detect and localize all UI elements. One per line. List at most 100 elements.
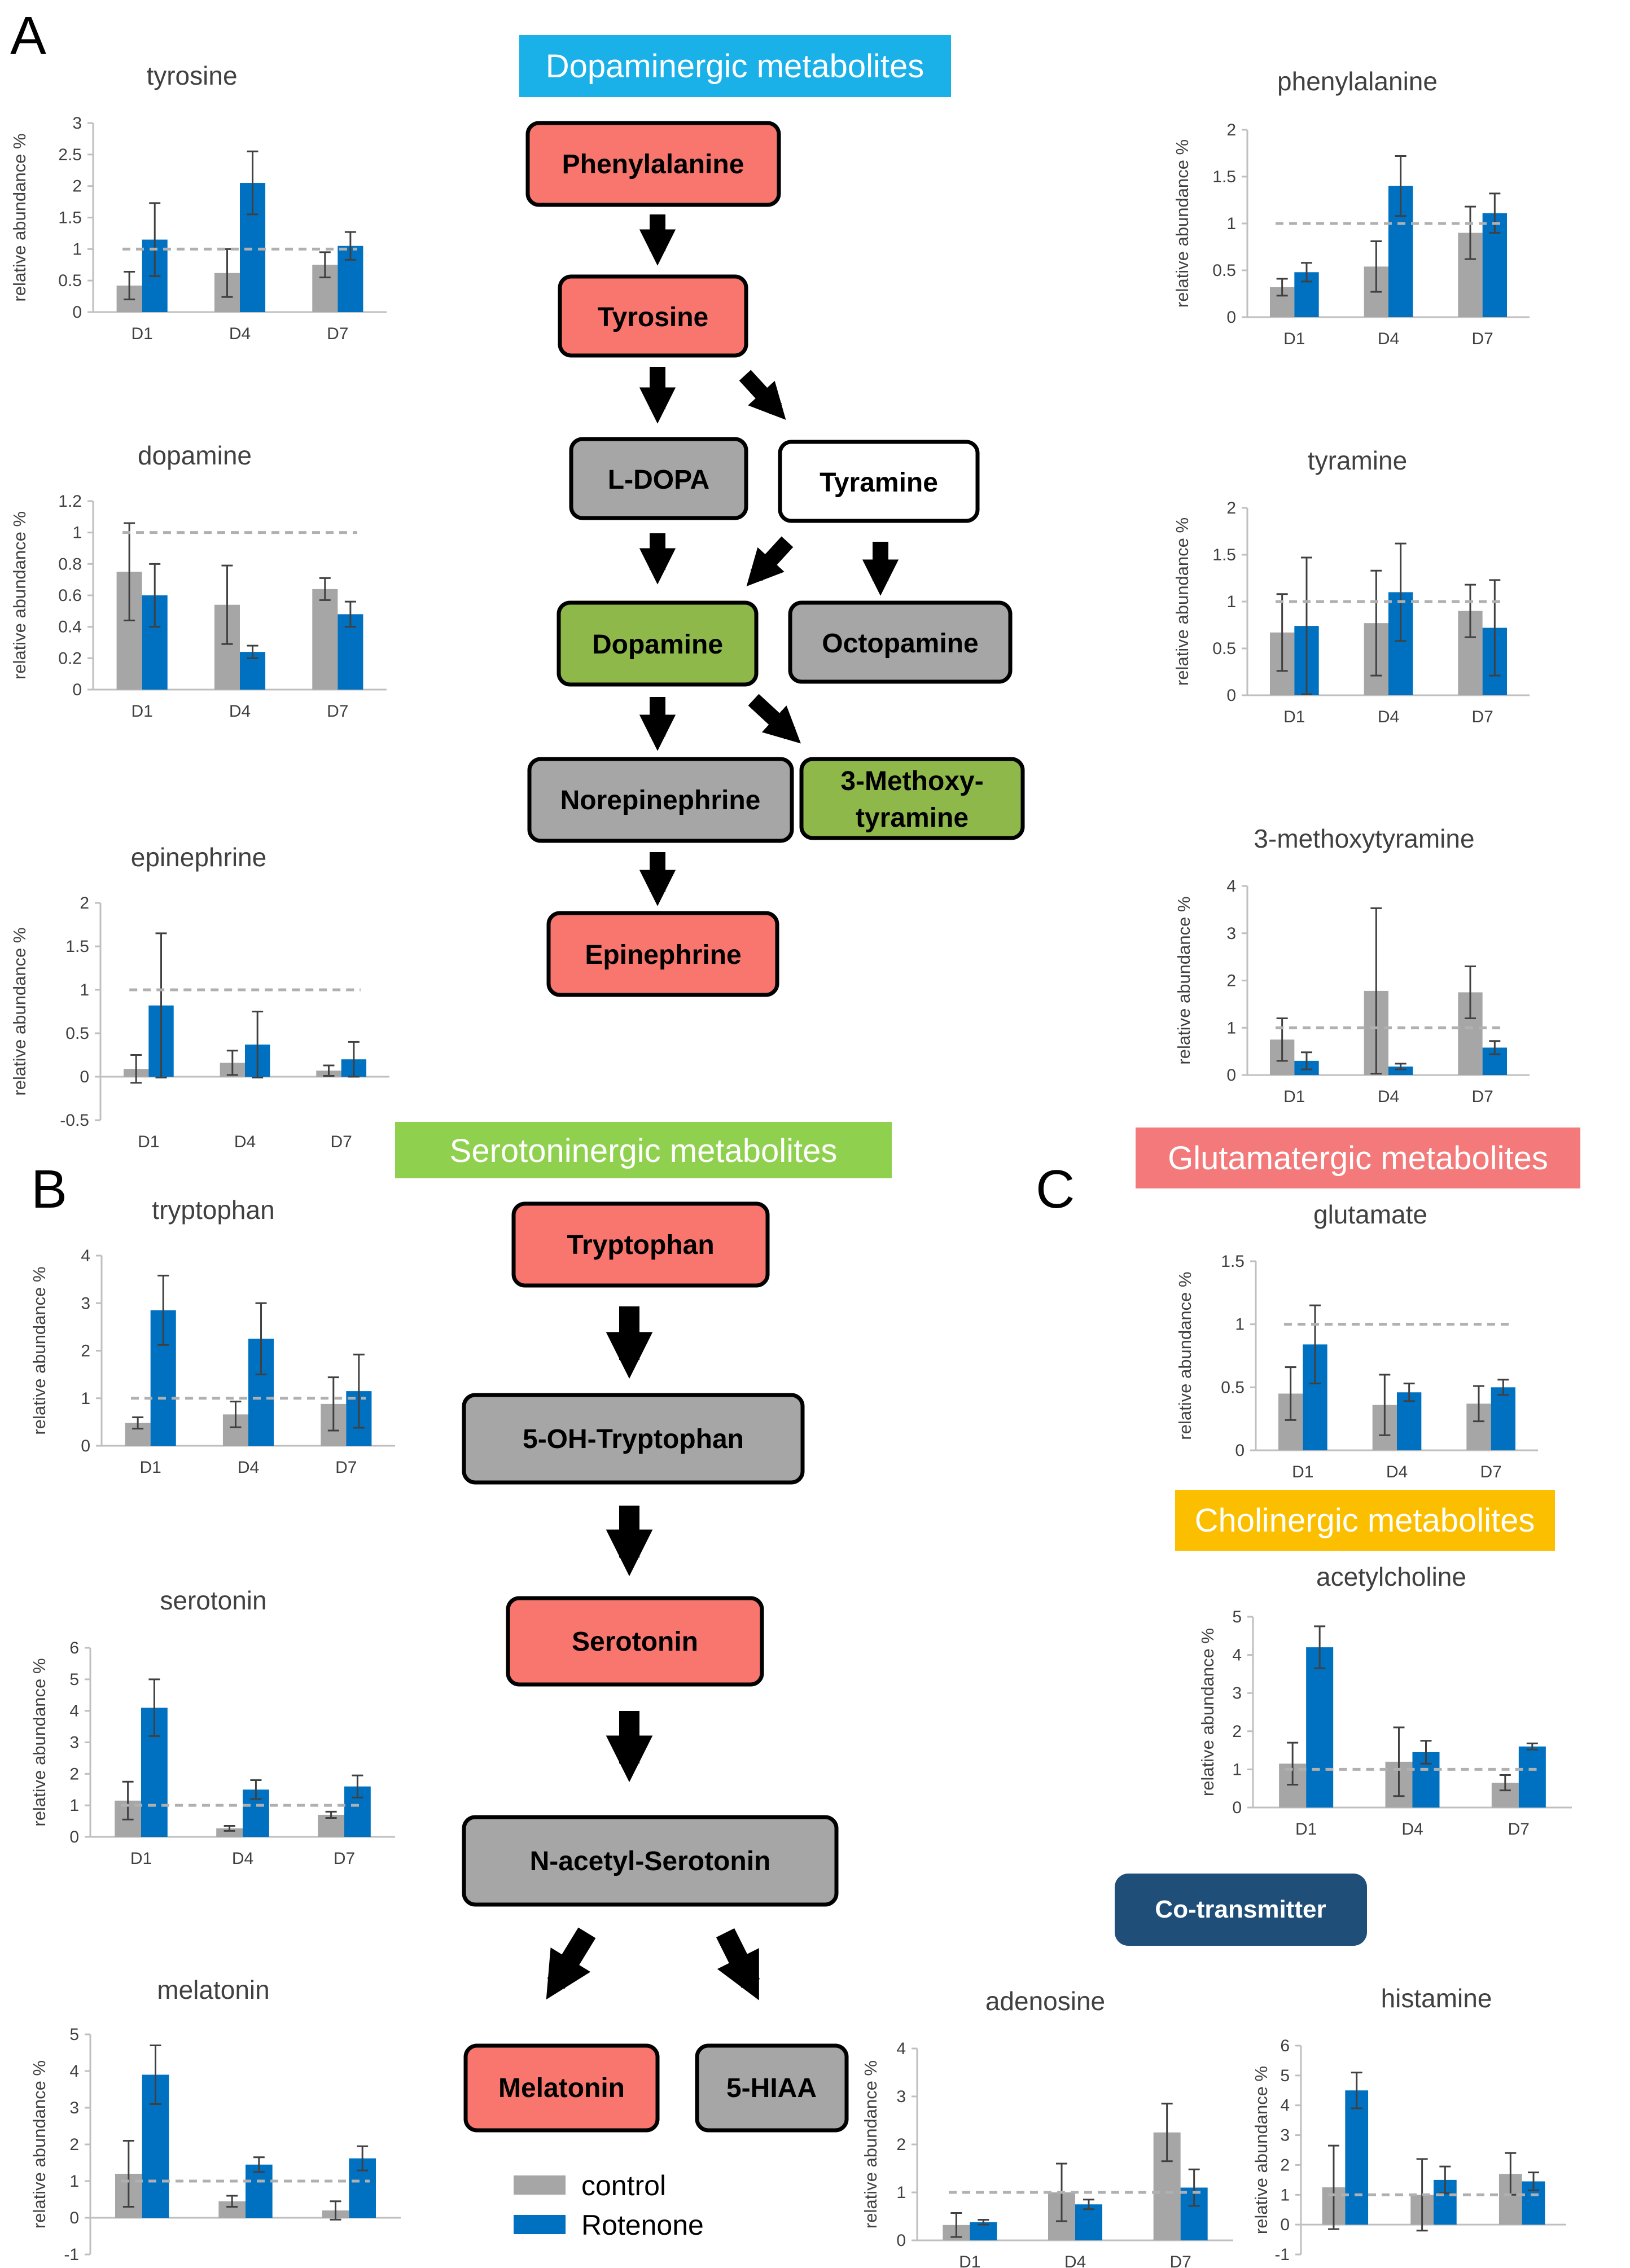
serotoninergic-arrows [546, 1306, 760, 2001]
y-tick-label: 6 [1280, 2037, 1290, 2055]
legend: control Rotenone [514, 2170, 704, 2241]
x-tick-label: D7 [335, 1458, 357, 1477]
y-tick-label: 0.4 [58, 618, 82, 637]
x-tick-label: D4 [1423, 2267, 1444, 2268]
bar-rotenone-d1 [1306, 1647, 1334, 1808]
y-tick-label: 2 [1280, 2156, 1290, 2174]
bar-rotenone-d4 [1388, 1066, 1413, 1075]
chart-title-serotonin: serotonin [160, 1586, 266, 1615]
x-tick-label: D7 [1471, 330, 1493, 348]
y-tick-label: 2 [81, 1342, 90, 1361]
arrow-tyr-tyramine [739, 370, 786, 420]
x-tick-label: D7 [1511, 2267, 1532, 2268]
y-tick-label: 1.2 [58, 492, 82, 511]
node-serotonin: Serotonin [506, 1596, 764, 1687]
x-tick-label: D4 [234, 1133, 256, 1151]
x-tick-label: D4 [235, 2267, 256, 2268]
y-tick-label: 5 [69, 2025, 79, 2044]
y-tick-label: 1 [1232, 1760, 1242, 1779]
y-axis-label: relative abundance % [1251, 2066, 1271, 2234]
cotransmitter-badge: Co-transmitter [1115, 1874, 1367, 1946]
bar-rotenone-d7 [1518, 1746, 1546, 1808]
x-tick-label: D4 [1386, 1463, 1408, 1481]
y-tick-label: 2 [1226, 499, 1236, 517]
y-tick-label: 0.8 [58, 555, 82, 573]
y-axis-label: relative abundance % [29, 2060, 49, 2228]
x-tick-label: D1 [130, 1849, 152, 1868]
x-tick-label: D1 [1283, 1087, 1305, 1106]
node-tyramine: Tyramine [778, 440, 980, 523]
y-tick-label: 0 [1232, 1798, 1242, 1817]
y-tick-label: 0 [72, 303, 82, 322]
chart-title-adenosine: adenosine [985, 1986, 1105, 2016]
x-tick-label: D1 [1334, 2267, 1356, 2268]
y-tick-label: 0.5 [1212, 261, 1236, 280]
y-tick-label: 1 [1280, 2186, 1290, 2204]
arrow-tyramine-dopamine [746, 536, 794, 586]
serotoninergic-banner-label: Serotoninergic metabolites [450, 1133, 838, 1169]
x-tick-label: D7 [334, 1849, 355, 1868]
y-tick-label: 1 [80, 981, 89, 999]
y-tick-label: 0 [896, 2231, 906, 2250]
node-octopamine: Octopamine [788, 600, 1013, 684]
x-tick-label: D7 [1508, 1820, 1530, 1839]
x-tick-label: D7 [330, 1133, 352, 1151]
y-tick-label: 4 [1280, 2096, 1290, 2115]
x-tick-label: D1 [1283, 708, 1305, 726]
y-tick-label: -0.5 [60, 1111, 89, 1130]
y-tick-label: 0.5 [1212, 639, 1236, 658]
y-tick-label: 3 [1232, 1684, 1242, 1703]
chart-title-3-methoxytyramine: 3-methoxytyramine [1254, 824, 1474, 853]
y-tick-label: 5 [1280, 2067, 1290, 2085]
y-tick-label: 0 [1226, 686, 1236, 705]
x-tick-label: D1 [959, 2253, 980, 2268]
node-n-acetyl-serotonin: N-acetyl-Serotonin [462, 1815, 839, 1907]
node-tryptophan-label: Tryptophan [567, 1230, 714, 1260]
node-3-methoxytyramine-label-line2: tyramine [856, 803, 969, 833]
x-tick-label: D7 [1169, 2253, 1191, 2268]
x-tick-label: D4 [232, 1849, 253, 1868]
x-tick-label: D1 [139, 1458, 161, 1477]
x-tick-label: D4 [229, 324, 251, 343]
node-5-hiaa: 5-HIAA [695, 2043, 849, 2133]
arrow-dopamine-3mt [748, 694, 801, 744]
legend-swatch-rotenone [514, 2215, 566, 2234]
node-norepinephrine-label: Norepinephrine [560, 786, 761, 815]
y-tick-label: 0.2 [58, 649, 82, 668]
node-epinephrine-label: Epinephrine [585, 940, 741, 970]
y-tick-label: 0.5 [58, 271, 82, 290]
node-octopamine-label: Octopamine [822, 629, 978, 659]
y-tick-label: 0 [81, 1437, 90, 1455]
node-tyrosine: Tyrosine [558, 274, 748, 358]
node-phenylalanine-label: Phenylalanine [562, 150, 744, 179]
y-tick-label: 5 [1232, 1608, 1242, 1626]
x-tick-label: D1 [1283, 330, 1305, 348]
y-tick-label: 3 [896, 2087, 906, 2106]
legend-swatch-control [514, 2175, 566, 2195]
chart-title-tryptophan: tryptophan [152, 1195, 274, 1225]
node-dopamine-label: Dopamine [592, 630, 723, 660]
y-tick-label: 2 [896, 2135, 906, 2154]
glutamatergic-banner-label: Glutamatergic metabolites [1168, 1140, 1548, 1177]
y-tick-label: 3 [69, 1734, 79, 1752]
y-tick-label: 2 [69, 1765, 79, 1783]
chart-title-dopamine: dopamine [138, 441, 252, 470]
y-tick-label: 2 [72, 177, 82, 196]
panel-letter-c: C [1036, 1159, 1075, 1219]
dopaminergic-banner: Dopaminergic metabolites [519, 35, 951, 97]
node-l-dopa: L-DOPA [569, 437, 748, 520]
node-dopamine: Dopamine [557, 600, 759, 687]
y-tick-label: 4 [1232, 1646, 1242, 1665]
y-tick-label: 1 [69, 1796, 79, 1815]
y-tick-label: 1 [1226, 593, 1236, 611]
arrow-nas-melatonin [546, 1927, 596, 2000]
y-tick-label: -1 [1274, 2245, 1290, 2264]
